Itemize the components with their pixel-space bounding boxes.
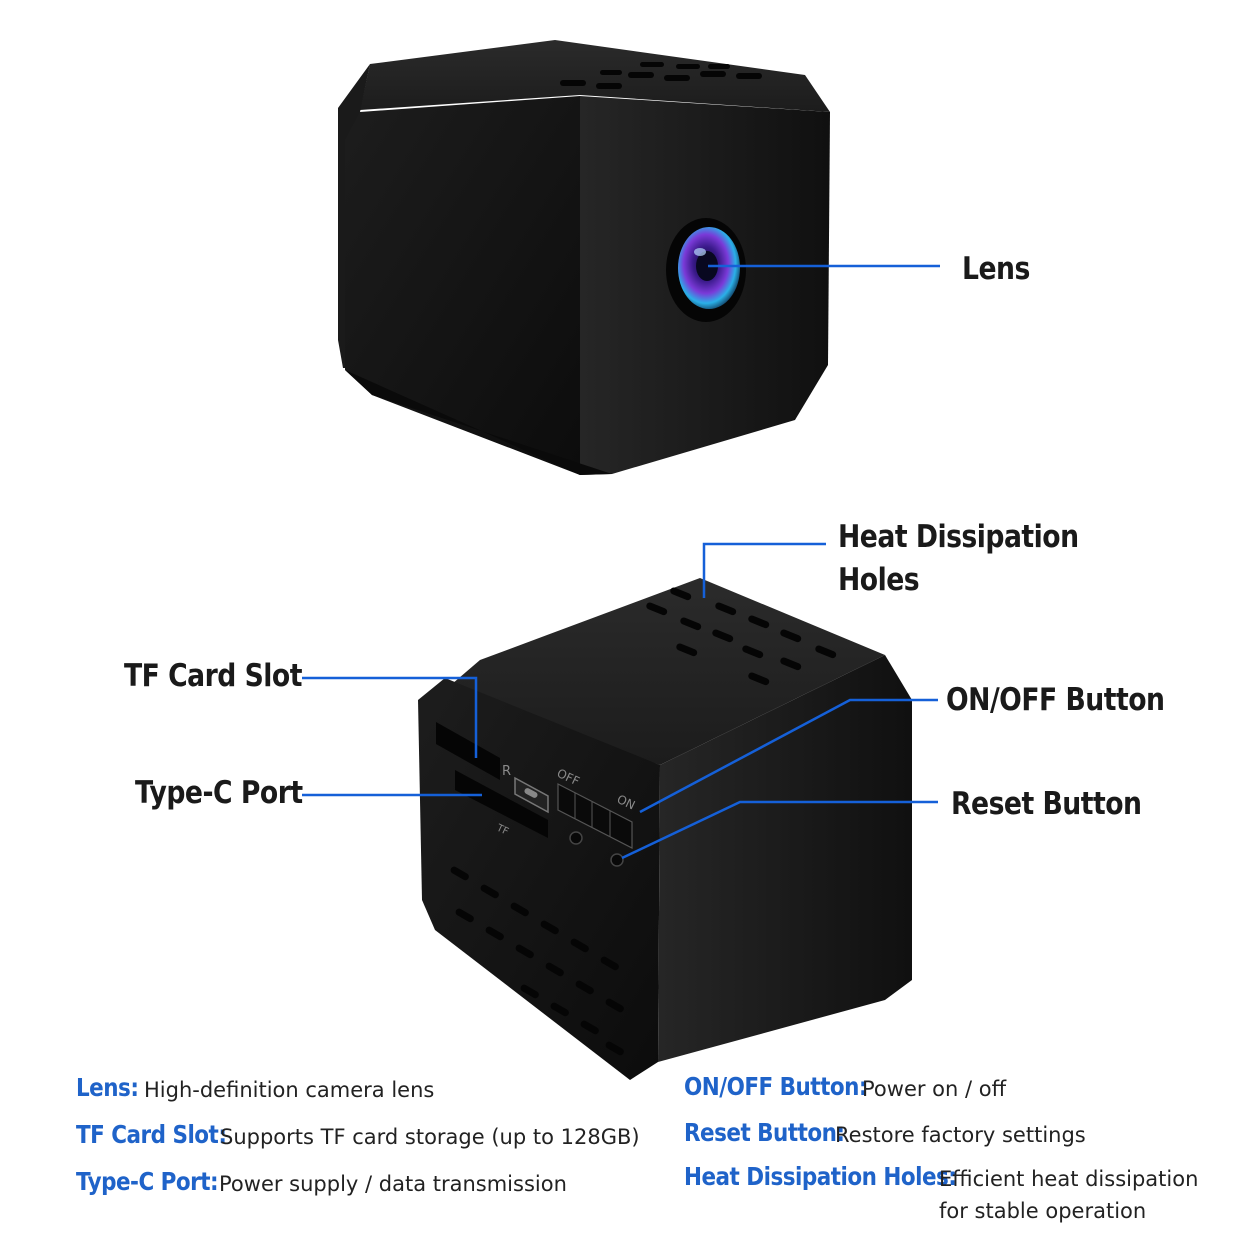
legend-desc-lens: High-definition camera lens <box>144 1078 435 1102</box>
heat-vent-holes-icon <box>646 587 837 686</box>
legend-row-lens: Lens: High-definition camera lens <box>76 1073 434 1105</box>
legend-term-tf: TF Card Slot: <box>76 1120 227 1149</box>
onoff-leader <box>639 698 938 814</box>
top-vent-holes-icon <box>560 62 762 89</box>
power-switch-icon <box>557 783 633 849</box>
tf-leader <box>302 676 478 758</box>
legend-row-typec: Type-C Port: Power supply / data transmi… <box>76 1167 567 1199</box>
legend-term-typec: Type-C Port: <box>76 1167 219 1196</box>
camera-front-view <box>338 40 830 475</box>
leader-lines <box>302 264 940 860</box>
legend-term-onoff: ON/OFF Button: <box>684 1072 867 1101</box>
type-c-callout: Type-C Port <box>135 775 303 811</box>
legend-desc-heat-1: Efficient heat dissipation <box>939 1167 1199 1191</box>
heat-holes-callout-line2: Holes <box>838 562 920 598</box>
legend-desc-reset: Restore factory settings <box>835 1123 1086 1147</box>
legend-desc-onoff: Power on / off <box>862 1077 1007 1101</box>
lens-callout: Lens <box>962 251 1030 287</box>
on-off-callout: ON/OFF Button <box>946 682 1165 718</box>
legend-row-reset: Reset Button: Restore factory settings <box>684 1118 1086 1150</box>
legend-row-onoff: ON/OFF Button: Power on / off <box>684 1072 1006 1104</box>
tf-slot-icon <box>436 722 548 838</box>
side-vent-holes-icon <box>450 866 624 1056</box>
legend-term-lens: Lens: <box>76 1073 139 1102</box>
reset-leader <box>621 800 938 860</box>
legend-term-reset: Reset Button: <box>684 1118 845 1147</box>
camera-rear-view: OFF ON R TF <box>418 578 912 1080</box>
usb-c-port-icon <box>514 776 549 814</box>
legend-term-heat: Heat Dissipation Holes: <box>684 1162 957 1191</box>
legend-row-heat: Heat Dissipation Holes: Efficient heat d… <box>684 1162 1198 1223</box>
reset-pin-icon <box>569 831 624 867</box>
tf-card-callout: TF Card Slot <box>124 658 302 694</box>
heat-holes-callout-line1: Heat Dissipation <box>838 519 1079 555</box>
heat-leader <box>702 542 826 598</box>
legend-desc-tf: Supports TF card storage (up to 128GB) <box>220 1125 640 1149</box>
reset-r-label: R <box>502 764 511 779</box>
tf-slot-label: TF <box>494 822 511 838</box>
legend-desc-heat-2: for stable operation <box>939 1199 1147 1223</box>
legend-desc-typec: Power supply / data transmission <box>219 1172 567 1196</box>
reset-callout: Reset Button <box>951 786 1142 822</box>
camera-lens-icon <box>666 218 746 322</box>
legend-row-tf: TF Card Slot: Supports TF card storage (… <box>76 1120 640 1152</box>
